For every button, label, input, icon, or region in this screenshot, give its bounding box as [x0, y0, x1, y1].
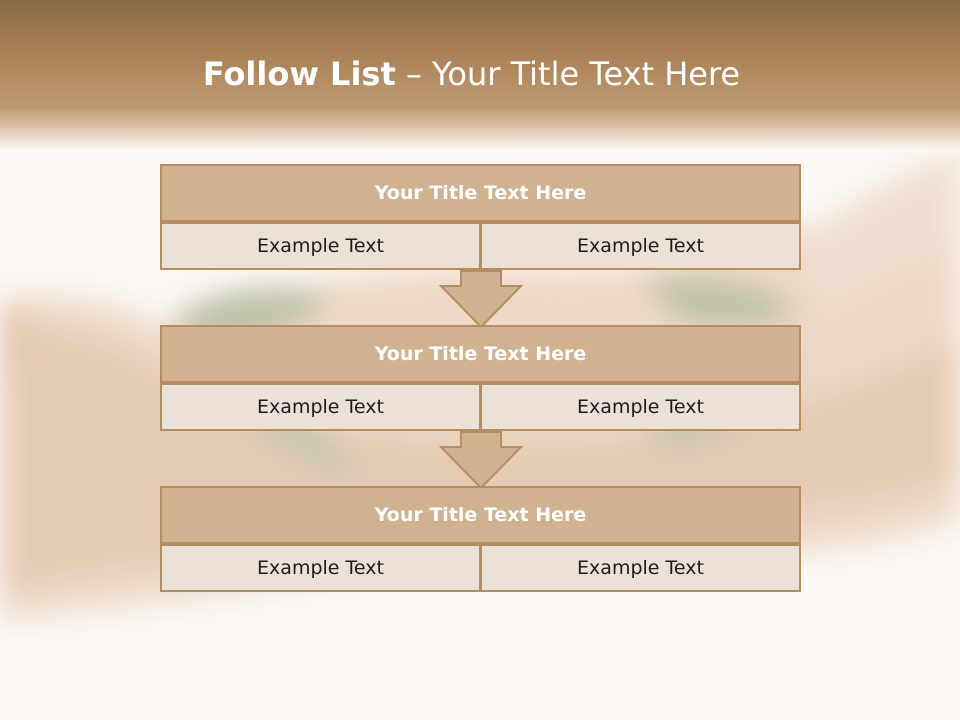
row-title: Your Title Text Here: [160, 325, 801, 383]
row-cell-right: Example Text: [480, 222, 801, 270]
down-arrow-icon: [439, 431, 523, 490]
row-title: Your Title Text Here: [160, 486, 801, 544]
row-cell-left: Example Text: [160, 383, 481, 431]
page-title: Follow List – Your Title Text Here: [0, 55, 943, 93]
down-arrow-icon: [439, 270, 523, 329]
title-bold: Follow List: [202, 55, 396, 93]
row-cell-left: Example Text: [160, 222, 481, 270]
row-title: Your Title Text Here: [160, 164, 801, 222]
row-cell-left: Example Text: [160, 544, 481, 592]
header-band: [0, 0, 960, 150]
row-cell-right: Example Text: [480, 383, 801, 431]
row-cell-right: Example Text: [480, 544, 801, 592]
title-rest: – Your Title Text Here: [395, 55, 741, 93]
